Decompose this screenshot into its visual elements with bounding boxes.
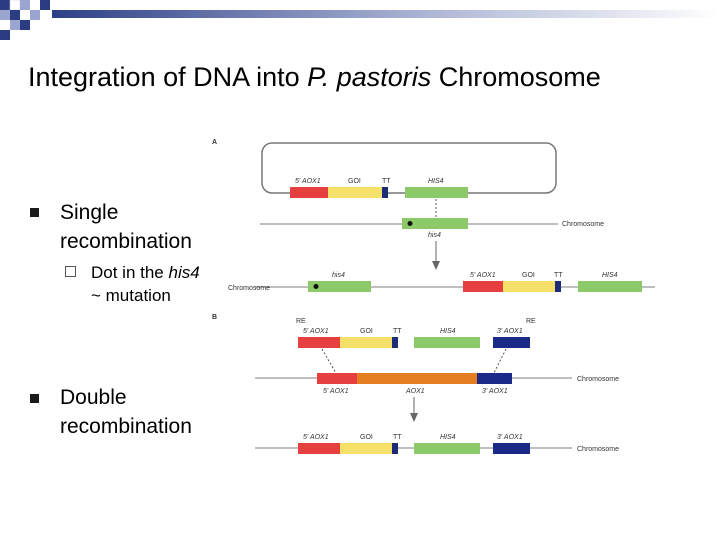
chromosome-label: Chromosome (577, 446, 619, 453)
chromosome-his4-label: his4 (428, 232, 441, 239)
chromosome-aox1-5-label: 5' AOX1 (323, 388, 349, 395)
final-his4-label: HIS4 (440, 434, 456, 441)
result-tt-label: TT (554, 272, 563, 279)
plasmid-loop (261, 142, 557, 194)
mutation-dot (313, 284, 319, 289)
plasmid-goi-label: GOI (348, 178, 361, 185)
sub-bullet-line2: ~ mutation (91, 286, 171, 305)
result-tt-block (555, 281, 561, 292)
title-part1: Integration of DNA into (28, 62, 308, 92)
final-goi-label: GOI (360, 434, 373, 441)
final-his4-block (414, 443, 480, 454)
crossover-line (493, 348, 507, 374)
bullet-marker (30, 394, 39, 403)
result-aox1-5-block (463, 281, 503, 292)
plasmid-tt-label: TT (382, 178, 391, 185)
chromosome-his4-block (402, 218, 468, 229)
plasmid-his4-label: HIS4 (428, 178, 444, 185)
plasmid-goi-block (328, 187, 382, 198)
plasmid-aox1-5-label: 5' AOX1 (295, 178, 321, 185)
title-organism: P. pastoris (307, 62, 432, 92)
header-decoration (0, 0, 720, 40)
final-aox1-5-block (298, 443, 340, 454)
result-his4-mut-label: his4 (332, 272, 345, 279)
cassette-tt-block (392, 337, 398, 348)
re-left-label: RE (296, 318, 306, 325)
final-tt-label: TT (393, 434, 402, 441)
plasmid-tt-block (382, 187, 388, 198)
chromosome-label: Chromosome (562, 221, 604, 228)
cassette-his4-block (414, 337, 480, 348)
result-goi-block (503, 281, 555, 292)
arrow-down-icon (410, 413, 418, 422)
cassette-aox1-3-label: 3' AOX1 (497, 328, 523, 335)
cassette-his4-label: HIS4 (440, 328, 456, 335)
chromosome-aox1-block (357, 373, 477, 384)
cassette-goi-block (340, 337, 392, 348)
re-right-label: RE (526, 318, 536, 325)
result-his4-mut-block (308, 281, 371, 292)
final-goi-block (340, 443, 392, 454)
bullet-text-line2: recombination (60, 230, 192, 253)
sub-bullet-gene: his4 (168, 263, 200, 282)
final-aox1-3-label: 3' AOX1 (497, 434, 523, 441)
bullet-text-line1: Single (60, 201, 119, 224)
cassette-aox1-5-block (298, 337, 340, 348)
bullet-text-line2: recombination (60, 415, 192, 438)
crossover-line (321, 348, 337, 374)
result-aox1-5-label: 5' AOX1 (470, 272, 496, 279)
sub-bullet-his4: Dot in the his4 ~ mutation (91, 261, 200, 307)
final-aox1-5-label: 5' AOX1 (303, 434, 329, 441)
chromosome-aox1-3-label: 3' AOX1 (482, 388, 508, 395)
chromosome-label: Chromosome (228, 285, 270, 292)
result-his4-block (578, 281, 642, 292)
sub-bullet-marker (65, 266, 76, 277)
final-aox1-3-block (493, 443, 530, 454)
final-tt-block (392, 443, 398, 454)
chromosome-aox1-3-block (477, 373, 512, 384)
chromosome-aox1-label: AOX1 (405, 388, 425, 395)
sub-bullet-prefix: Dot in the (91, 263, 169, 282)
chromosome-aox1-5-block (317, 373, 357, 384)
plasmid-his4-block (405, 187, 468, 198)
cassette-aox1-3-block (493, 337, 530, 348)
cassette-tt-label: TT (393, 328, 402, 335)
panel-b-label: B (212, 314, 217, 321)
mutation-dot (407, 221, 413, 226)
result-his4-label: HIS4 (602, 272, 618, 279)
plasmid-aox1-5-block (290, 187, 328, 198)
bullet-marker (30, 208, 39, 217)
arrow-down-icon (432, 261, 440, 270)
cassette-goi-label: GOI (360, 328, 373, 335)
slide-title: Integration of DNA into P. pastoris Chro… (28, 62, 601, 93)
title-part2: Chromosome (431, 62, 601, 92)
cassette-aox1-5-label: 5' AOX1 (303, 328, 329, 335)
chromosome-label: Chromosome (577, 376, 619, 383)
integration-diagram: A 5' AOX1 GOI TT HIS4 Chromosome his4 Ch… (212, 139, 655, 454)
bullet-text-line1: Double (60, 386, 127, 409)
bullet-single-recombination: Single recombination (60, 198, 192, 256)
bullet-double-recombination: Double recombination (60, 383, 192, 441)
result-goi-label: GOI (522, 272, 535, 279)
panel-a-label: A (212, 139, 217, 146)
